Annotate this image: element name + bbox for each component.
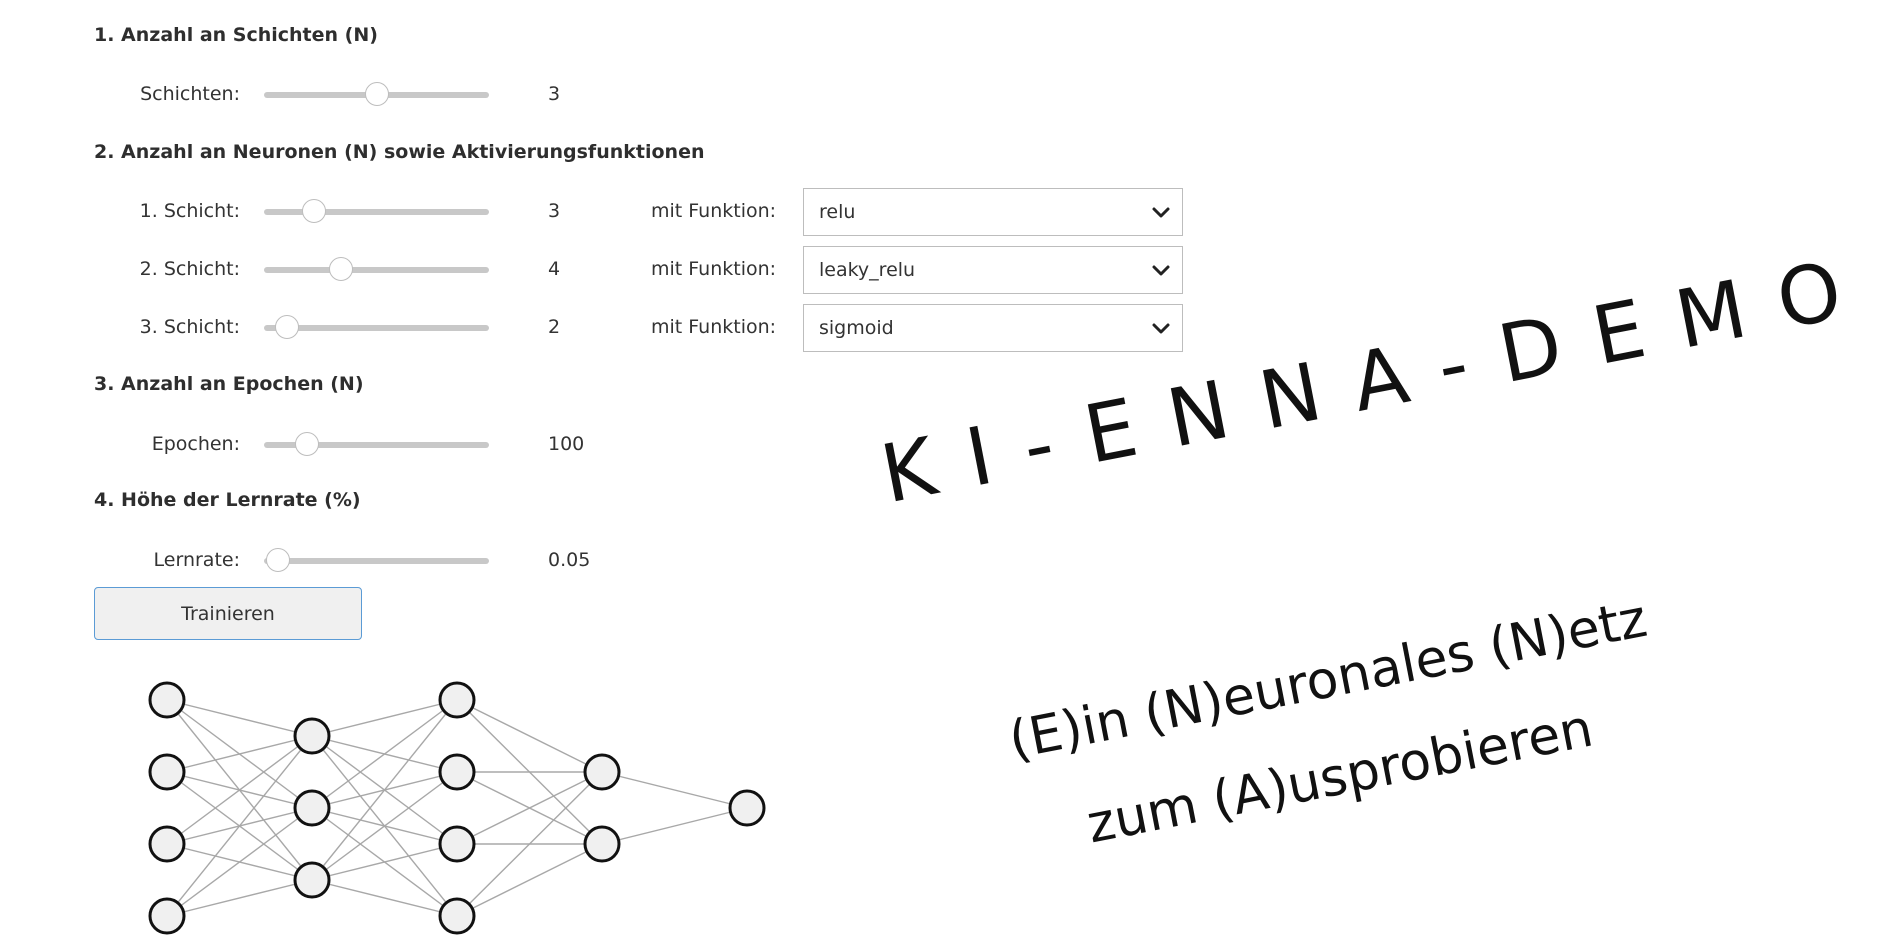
epochs-slider[interactable] bbox=[264, 432, 489, 456]
activation-select-2[interactable]: leaky_relu bbox=[803, 246, 1183, 294]
epochs-label: Epochen: bbox=[151, 433, 240, 455]
slider-knob[interactable] bbox=[294, 432, 319, 456]
lr-row: Lernrate: 0.05 bbox=[0, 540, 1200, 580]
function-label: mit Funktion: bbox=[651, 200, 777, 222]
slider-knob[interactable] bbox=[301, 199, 326, 223]
function-label: mit Funktion: bbox=[651, 316, 777, 338]
logo-subtitle-line1: (E)in (N)euronales (N)etz bbox=[1004, 588, 1652, 772]
epochs-section-title: 3. Anzahl an Epochen (N) bbox=[94, 373, 364, 395]
network-edge bbox=[456, 771, 603, 845]
network-edge bbox=[311, 735, 458, 773]
network-node bbox=[148, 825, 186, 863]
network-edge bbox=[456, 699, 603, 845]
network-edge bbox=[166, 807, 313, 917]
chevron-down-icon bbox=[1152, 323, 1170, 334]
epochs-value: 100 bbox=[548, 433, 585, 455]
neuron-value-3: 2 bbox=[548, 316, 561, 338]
network-node bbox=[583, 753, 621, 791]
network-edge bbox=[311, 807, 458, 845]
neuron-row-3: 3. Schicht: 2 mit Funktion: sigmoid bbox=[0, 304, 1200, 352]
neuron-row-1: 1. Schicht: 3 mit Funktion: relu bbox=[0, 188, 1200, 236]
layers-value: 3 bbox=[548, 83, 561, 105]
network-edge bbox=[166, 879, 313, 917]
lr-value: 0.05 bbox=[548, 549, 591, 571]
network-edge bbox=[166, 735, 313, 845]
network-node bbox=[583, 825, 621, 863]
activation-select-1[interactable]: relu bbox=[803, 188, 1183, 236]
network-node bbox=[728, 789, 766, 827]
train-button[interactable]: Trainieren bbox=[94, 587, 362, 640]
network-edge bbox=[311, 735, 458, 917]
neuron-value-2: 4 bbox=[548, 258, 561, 280]
network-node bbox=[293, 861, 331, 899]
logo-subtitle-line2: zum (A)usprobieren bbox=[1082, 698, 1598, 856]
lr-section-title: 4. Höhe der Lernrate (%) bbox=[94, 489, 361, 511]
neuron-slider-1[interactable] bbox=[264, 199, 489, 223]
neuron-value-1: 3 bbox=[548, 200, 561, 222]
network-edge bbox=[166, 843, 313, 881]
network-node bbox=[148, 681, 186, 719]
network-edge bbox=[456, 771, 603, 917]
network-edge bbox=[166, 771, 313, 809]
neuron-row-label: 3. Schicht: bbox=[139, 316, 240, 338]
epochs-row: Epochen: 100 bbox=[0, 424, 1200, 464]
network-edge bbox=[166, 699, 313, 809]
layers-label: Schichten: bbox=[140, 83, 240, 105]
network-edge bbox=[456, 699, 603, 773]
network-edge bbox=[166, 735, 313, 773]
neuron-row-label: 1. Schicht: bbox=[139, 200, 240, 222]
network-node bbox=[438, 753, 476, 791]
layers-section-title: 1. Anzahl an Schichten (N) bbox=[94, 24, 378, 46]
activation-select-value: relu bbox=[819, 201, 856, 223]
function-label: mit Funktion: bbox=[651, 258, 777, 280]
network-edge bbox=[311, 771, 458, 809]
lr-label: Lernrate: bbox=[153, 549, 240, 571]
network-node bbox=[438, 681, 476, 719]
layers-row: Schichten: 3 bbox=[0, 74, 1200, 114]
network-node bbox=[148, 897, 186, 935]
chevron-down-icon bbox=[1152, 265, 1170, 276]
network-edge bbox=[601, 771, 748, 809]
network-node bbox=[293, 789, 331, 827]
network-edge bbox=[311, 699, 458, 737]
activation-select-value: sigmoid bbox=[819, 317, 894, 339]
slider-knob[interactable] bbox=[265, 548, 290, 572]
activation-select-value: leaky_relu bbox=[819, 259, 916, 281]
network-edge bbox=[311, 807, 458, 917]
chevron-down-icon bbox=[1152, 207, 1170, 218]
network-edge bbox=[311, 879, 458, 917]
network-node bbox=[148, 753, 186, 791]
activation-select-3[interactable]: sigmoid bbox=[803, 304, 1183, 352]
layers-slider[interactable] bbox=[264, 82, 489, 106]
network-edge bbox=[311, 735, 458, 845]
network-edge bbox=[166, 699, 313, 881]
slider-knob[interactable] bbox=[364, 82, 389, 106]
lr-slider[interactable] bbox=[264, 548, 489, 572]
slider-knob[interactable] bbox=[274, 315, 299, 339]
network-edge bbox=[166, 735, 313, 917]
network-edge bbox=[456, 843, 603, 917]
network-node bbox=[438, 897, 476, 935]
network-node bbox=[438, 825, 476, 863]
network-edge bbox=[311, 699, 458, 809]
neuron-slider-3[interactable] bbox=[264, 315, 489, 339]
network-edge bbox=[311, 699, 458, 881]
neuron-slider-2[interactable] bbox=[264, 257, 489, 281]
neurons-section-title: 2. Anzahl an Neuronen (N) sowie Aktivier… bbox=[94, 141, 705, 163]
network-node bbox=[293, 717, 331, 755]
network-edge bbox=[166, 807, 313, 845]
network-edge bbox=[456, 771, 603, 845]
network-edge bbox=[311, 771, 458, 881]
neuron-row-2: 2. Schicht: 4 mit Funktion: leaky_relu bbox=[0, 246, 1200, 294]
neuron-row-label: 2. Schicht: bbox=[139, 258, 240, 280]
network-edge bbox=[166, 771, 313, 881]
slider-knob[interactable] bbox=[328, 257, 353, 281]
network-edge bbox=[601, 807, 748, 845]
network-edge bbox=[311, 843, 458, 881]
network-edge bbox=[166, 699, 313, 737]
